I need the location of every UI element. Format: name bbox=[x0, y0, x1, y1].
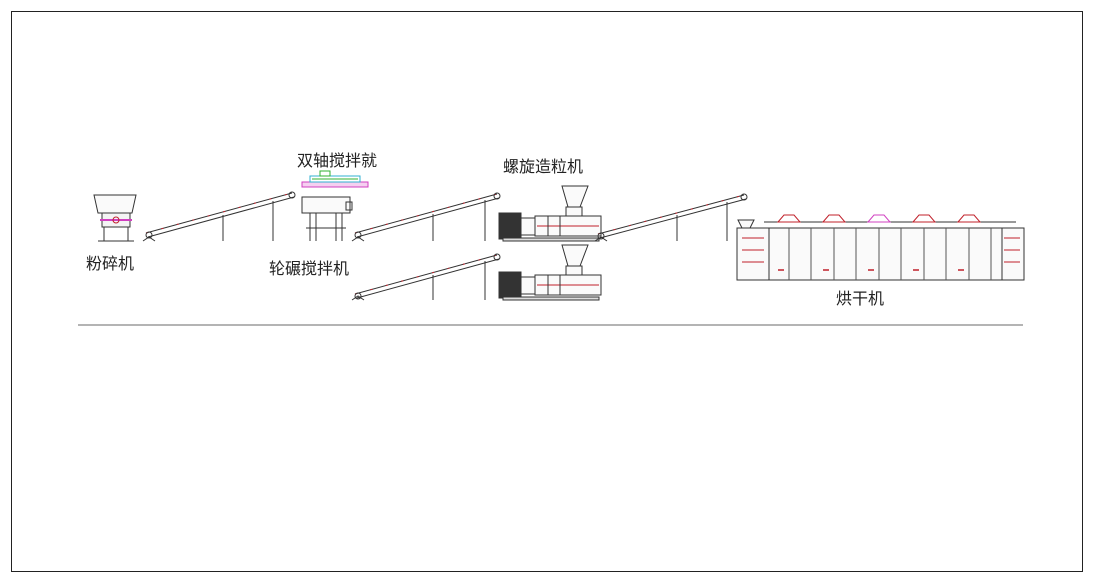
crusher-label: 粉碎机 bbox=[86, 254, 135, 273]
twin-shaft-mixer bbox=[301, 170, 369, 188]
twin-shaft-mixer-label: 双轴搅拌就 bbox=[297, 151, 378, 170]
dryer bbox=[736, 214, 1025, 281]
drawing-frame bbox=[11, 11, 1083, 572]
pellet-machine-1 bbox=[498, 185, 602, 242]
wheel-mill-mixer bbox=[301, 196, 353, 241]
conveyor-3 bbox=[351, 253, 501, 301]
crusher bbox=[93, 194, 137, 242]
conveyor-4 bbox=[594, 193, 748, 242]
wheel-mill-mixer-label: 轮碾搅拌机 bbox=[269, 259, 350, 278]
pellet-machine-label: 螺旋造粒机 bbox=[503, 157, 584, 176]
conveyor-1 bbox=[142, 191, 296, 242]
conveyor-2 bbox=[351, 192, 501, 242]
dryer-label: 烘干机 bbox=[836, 289, 885, 308]
pellet-machine-2 bbox=[498, 244, 602, 301]
dryer-fans bbox=[776, 214, 982, 223]
